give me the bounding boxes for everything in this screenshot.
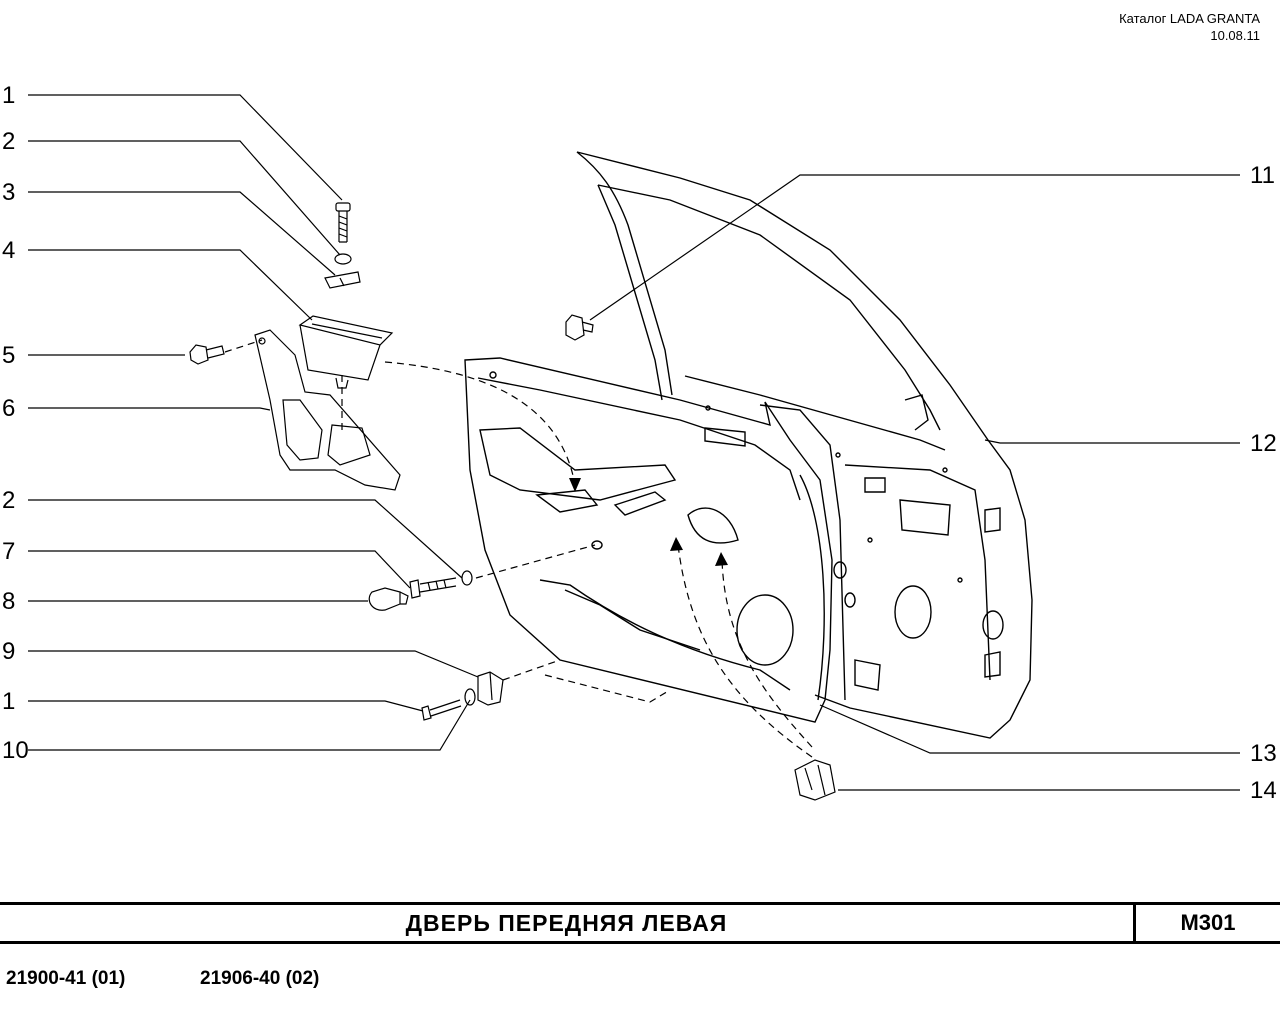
callout-6: 6 bbox=[2, 395, 15, 422]
title-divider bbox=[1133, 905, 1136, 941]
door-frame-12 bbox=[576, 151, 1033, 739]
clip-plate-3 bbox=[324, 271, 361, 289]
catalog-date: 10.08.11 bbox=[1210, 28, 1260, 43]
callout-numbers: 1 2 3 4 5 6 2 7 8 9 1 10 11 12 13 14 bbox=[2, 82, 1277, 804]
bolt-5 bbox=[189, 344, 225, 365]
clip-9 bbox=[477, 671, 504, 706]
callout-1b: 1 bbox=[2, 688, 15, 715]
push-clip-11 bbox=[565, 314, 594, 341]
washer-2b bbox=[461, 570, 473, 586]
screw-1 bbox=[335, 202, 351, 243]
screw-7 bbox=[409, 577, 457, 599]
callout-5: 5 bbox=[2, 342, 15, 369]
callout-13: 13 bbox=[1250, 740, 1277, 767]
leader-lines-left bbox=[28, 94, 479, 751]
model-code-second: 21906-40 (02) bbox=[200, 968, 320, 989]
star-washer-10 bbox=[464, 688, 476, 706]
callout-14: 14 bbox=[1250, 777, 1277, 804]
arrow-heads bbox=[569, 478, 728, 566]
callout-9: 9 bbox=[2, 638, 15, 665]
bracket-6 bbox=[254, 329, 401, 491]
callout-2b: 2 bbox=[2, 487, 15, 514]
leader-lines-right bbox=[589, 174, 1240, 791]
title-bar: ДВЕРЬ ПЕРЕДНЯЯ ЛЕВАЯ M301 bbox=[0, 902, 1280, 944]
catalog-title: Каталог LADA GRANTA bbox=[1119, 11, 1260, 26]
callout-12: 12 bbox=[1250, 430, 1277, 457]
assembly-arrows bbox=[224, 339, 813, 758]
callout-11: 11 bbox=[1250, 162, 1275, 189]
page-title: ДВЕРЬ ПЕРЕДНЯЯ ЛЕВАЯ bbox=[405, 910, 728, 936]
catalog-header: Каталог LADA GRANTA 10.08.11 bbox=[1119, 10, 1260, 44]
callout-4: 4 bbox=[2, 237, 15, 264]
callout-10: 10 bbox=[2, 737, 29, 764]
section-code: M301 bbox=[1180, 910, 1236, 935]
washer-2 bbox=[334, 253, 352, 265]
callout-2: 2 bbox=[2, 128, 15, 155]
callout-1: 1 bbox=[2, 82, 15, 109]
callout-7: 7 bbox=[2, 538, 15, 565]
callout-8: 8 bbox=[2, 588, 15, 615]
callout-3: 3 bbox=[2, 179, 15, 206]
handle-cup-4 bbox=[298, 315, 394, 389]
screw-1b bbox=[421, 699, 462, 721]
clip-14 bbox=[794, 759, 836, 801]
cap-8 bbox=[368, 587, 409, 611]
model-code-first: 21900-41 (01) bbox=[6, 968, 126, 989]
exploded-door-diagram: 1 2 3 4 5 6 2 7 8 9 1 10 11 12 13 14 bbox=[2, 82, 1277, 804]
trim-panel-13 bbox=[464, 357, 833, 723]
